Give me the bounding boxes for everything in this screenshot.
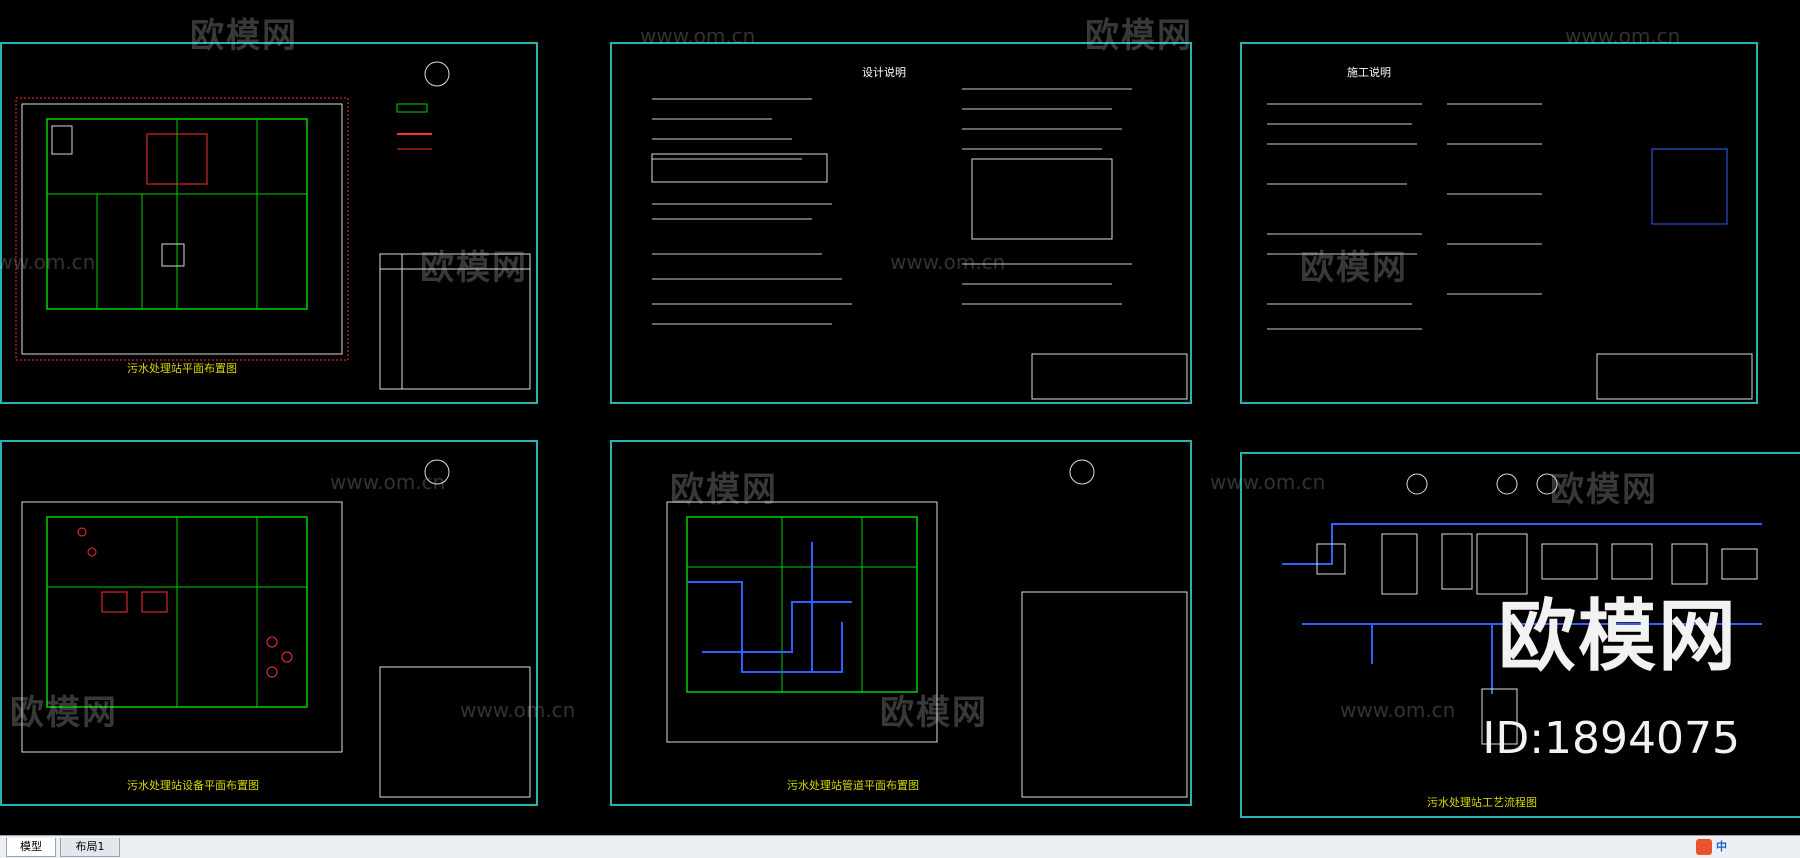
watermark-url-text: www.om.cn (1340, 698, 1456, 722)
drawing-sheet-plan-a[interactable]: 污水处理站平面布置图 (0, 42, 538, 404)
watermark-id-text: ID:1894075 (1482, 713, 1740, 764)
watermark-brand-text: 欧模网 (190, 16, 298, 56)
drawing-sheet-plan-c[interactable]: 污水处理站管道平面布置图 (610, 440, 1192, 806)
layout-tab-bar: 模型 布局1 中 (0, 835, 1800, 858)
watermark-brand-large: 欧模网 (1497, 592, 1738, 682)
sheet-caption: 施工说明 (1347, 66, 1391, 79)
model-space-canvas[interactable]: 污水处理站平面布置图 设计说明 (0, 0, 1800, 836)
watermark-url-text: www.om.cn (890, 250, 1006, 274)
drawing-sheet-design-spec[interactable]: 设计说明 (610, 42, 1192, 404)
watermark-brand-text: 欧模网 (1085, 16, 1193, 56)
drawing-sheet-construction-notes[interactable]: 施工说明 (1240, 42, 1758, 404)
watermark-brand-text: 欧模网 (880, 693, 988, 733)
sheet-caption: 污水处理站平面布置图 (127, 362, 237, 375)
watermark-brand-text: 欧模网 (670, 470, 778, 510)
watermark-brand-text: 欧模网 (10, 693, 118, 733)
drawing-sheet-plan-b[interactable]: 污水处理站设备平面布置图 (0, 440, 538, 806)
spec-text-lines (651, 88, 1188, 400)
input-mode-label[interactable]: 中 (1716, 840, 1727, 853)
watermark-url-text: www.om.cn (1565, 24, 1681, 48)
watermark-url-text: www.om.cn (330, 470, 446, 494)
watermark-brand-text: 欧模网 (1550, 470, 1658, 510)
notes-text-lines (1267, 103, 1753, 400)
plan-b-drawing (21, 459, 531, 798)
sheet-caption: 污水处理站设备平面布置图 (127, 779, 259, 792)
tab-layout1[interactable]: 布局1 (60, 838, 120, 857)
drawing-sheet-process-flow[interactable]: 污水处理站工艺流程图 (1240, 452, 1800, 818)
tab-model[interactable]: 模型 (6, 838, 56, 857)
watermark-url-text: www.om.cn (1210, 470, 1326, 494)
sheet-caption: 设计说明 (862, 66, 906, 79)
sheet-caption: 污水处理站管道平面布置图 (787, 779, 919, 792)
watermark-url-text: www.om.cn (460, 698, 576, 722)
plan-a-drawing (15, 61, 531, 390)
plan-c-drawing (666, 459, 1188, 798)
watermark-brand-text: 欧模网 (420, 248, 528, 288)
process-flow-drawing (1282, 473, 1762, 745)
sheet-caption: 污水处理站工艺流程图 (1427, 796, 1537, 809)
input-method-icon[interactable] (1696, 839, 1712, 855)
watermark-brand-text: 欧模网 (1300, 248, 1408, 288)
watermark-url-text: www.om.cn (640, 24, 756, 48)
system-tray: 中 (1696, 839, 1796, 855)
watermark-url-text: www.om.cn (0, 250, 96, 274)
